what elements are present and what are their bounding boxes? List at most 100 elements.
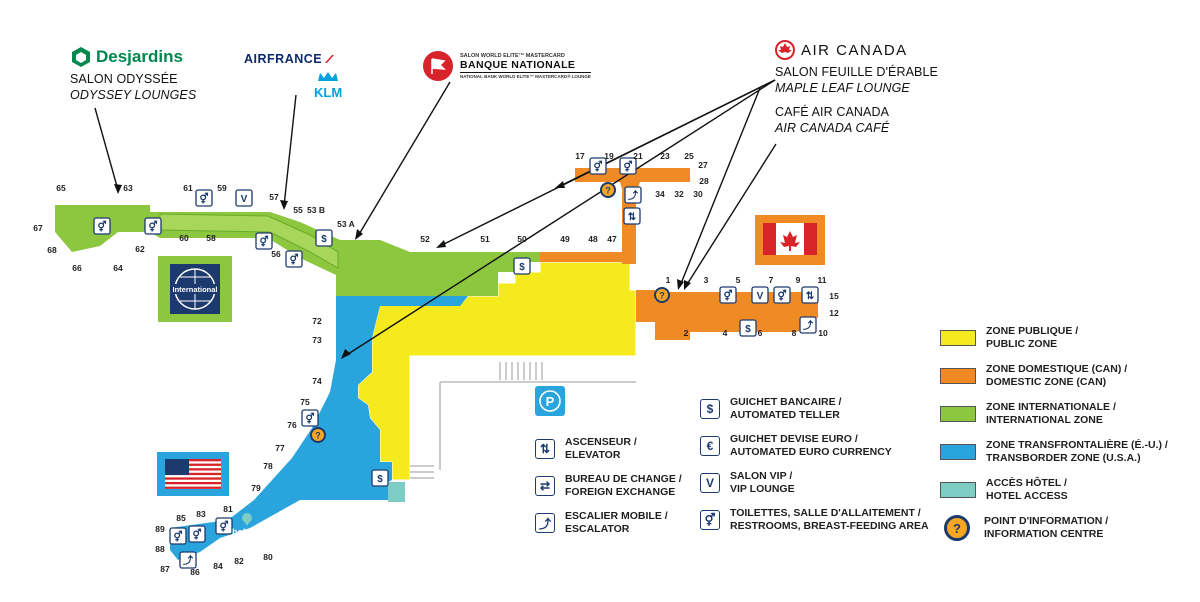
zone-label-en: INTERNATIONAL ZONE — [986, 414, 1103, 426]
legend-item: ⤴ESCALIER MOBILE /ESCALATOR — [535, 510, 682, 536]
gate-label: 51 — [480, 234, 490, 244]
svg-text:⤴: ⤴ — [803, 319, 814, 332]
gate-label: 47 — [607, 234, 617, 244]
restroom-icon[interactable]: ⚥ — [255, 232, 273, 250]
gate-label: 87 — [160, 564, 170, 574]
svg-text:⚥: ⚥ — [219, 520, 228, 533]
restroom-icon[interactable]: ⚥ — [195, 189, 213, 207]
gate-label: 55 — [293, 205, 303, 215]
escalator-icon[interactable]: ⤴ — [179, 551, 197, 569]
gate-label: 3 — [704, 275, 709, 285]
legend-facilities-mid: $GUICHET BANCAIRE /AUTOMATED TELLER€GUIC… — [700, 396, 929, 544]
gate-label: 2 — [684, 328, 689, 338]
vip-icon[interactable]: V — [235, 189, 253, 207]
teller-icon: $ — [700, 399, 720, 419]
restroom-icon[interactable]: ⚥ — [719, 286, 737, 304]
maple-leaf-lounge-en: MAPLE LEAF LOUNGE — [775, 81, 910, 95]
zone-legend-item: ZONE DOMESTIQUE (CAN) /DOMESTIC ZONE (CA… — [940, 363, 1168, 389]
teller-icon[interactable]: $ — [371, 469, 389, 487]
legend-label-en: FOREIGN EXCHANGE — [565, 486, 676, 498]
restroom-icon[interactable]: ⚥ — [773, 286, 791, 304]
gate-label: 17 — [575, 151, 585, 161]
legend-item: ⇅ASCENSEUR /ELEVATOR — [535, 436, 682, 462]
gate-label: 88 — [155, 544, 165, 554]
spa-label: bolneã — [232, 527, 262, 537]
desjardins-lounge-block: Desjardins SALON ODYSSÉE ODYSSEY LOUNGES — [70, 46, 196, 103]
vip-icon: V — [700, 473, 720, 493]
svg-text:⚥: ⚥ — [305, 412, 314, 425]
svg-text:⚥: ⚥ — [723, 289, 732, 302]
elevator-icon: ⇅ — [535, 439, 555, 459]
teller-icon[interactable]: $ — [513, 257, 531, 275]
restroom-icon[interactable]: ⚥ — [215, 517, 233, 535]
escalator-icon[interactable]: ⤴ — [799, 316, 817, 334]
banque-brand: BANQUE NATIONALE — [460, 59, 591, 73]
zone-swatch — [940, 406, 976, 422]
domestic-zone — [540, 168, 818, 340]
gate-label: 68 — [47, 245, 57, 255]
zone-legend-item: ?POINT D'INFORMATION /INFORMATION CENTRE — [940, 515, 1168, 541]
legend-label-fr: SALON VIP / — [730, 470, 793, 482]
info-point-legend-icon: ? — [944, 515, 970, 541]
klm-brand: KLM — [314, 85, 343, 100]
svg-text:⚥: ⚥ — [199, 192, 208, 205]
gate-label: 59 — [217, 183, 227, 193]
gate-label: 60 — [179, 233, 189, 243]
gate-label: 12 — [829, 308, 839, 318]
gate-label: 21 — [633, 151, 643, 161]
legend-item: ⚥TOILETTES, SALLE D'ALLAITEMENT /RESTROO… — [700, 507, 929, 533]
escalator-icon[interactable]: ⤴ — [624, 186, 642, 204]
public-zone — [357, 261, 637, 481]
gate-label: 89 — [155, 524, 165, 534]
legend-facilities-left: ⇅ASCENSEUR /ELEVATOR⇄BUREAU DE CHANGE /F… — [535, 436, 682, 547]
restroom-icon[interactable]: ⚥ — [144, 217, 162, 235]
restroom-icon[interactable]: ⚥ — [589, 157, 607, 175]
restroom-icon[interactable]: ⚥ — [301, 409, 319, 427]
gate-label: 85 — [176, 513, 186, 523]
gate-label: 80 — [263, 552, 273, 562]
teller-icon[interactable]: $ — [739, 319, 757, 337]
gate-label: 83 — [196, 509, 206, 519]
teller-icon[interactable]: $ — [315, 229, 333, 247]
restroom-icon[interactable]: ⚥ — [188, 525, 206, 543]
gate-label: 53 A — [337, 219, 355, 229]
restroom-icon[interactable]: ⚥ — [169, 527, 187, 545]
gate-label: 74 — [312, 376, 322, 386]
legend-label-en: VIP LOUNGE — [730, 483, 795, 495]
elevator-icon[interactable]: ⇅ — [801, 286, 819, 304]
restroom-icon[interactable]: ⚥ — [285, 250, 303, 268]
svg-text:$: $ — [377, 474, 383, 485]
airfrance-klm-block: AIRFRANCE KLM — [244, 52, 342, 100]
zone-swatch — [940, 444, 976, 460]
zone-swatch — [940, 330, 976, 346]
gate-label: 25 — [684, 151, 694, 161]
svg-text:⚥: ⚥ — [97, 220, 106, 233]
gate-label: 78 — [263, 461, 273, 471]
road-markings — [410, 362, 636, 479]
legend-label-en: AUTOMATED EURO CURRENCY — [730, 446, 892, 458]
maple-leaf-icon — [780, 231, 800, 251]
elevator-icon[interactable]: ⇅ — [623, 207, 641, 225]
zone-swatch — [940, 482, 976, 498]
gate-label: 67 — [33, 223, 43, 233]
maple-leaf-lounge-fr: SALON FEUILLE D'ÉRABLE — [775, 65, 938, 79]
gate-label: 58 — [206, 233, 216, 243]
svg-text:P: P — [546, 394, 555, 409]
svg-text:⇅: ⇅ — [628, 212, 637, 223]
info-point-icon[interactable]: ? — [600, 182, 616, 198]
gate-label: 48 — [588, 234, 598, 244]
info-point-icon[interactable]: ? — [654, 287, 670, 303]
air-canada-brand: AIR CANADA — [801, 41, 908, 59]
vip-icon[interactable]: V — [751, 286, 769, 304]
gate-label: 63 — [123, 183, 133, 193]
restroom-icon[interactable]: ⚥ — [619, 157, 637, 175]
restroom-icon[interactable]: ⚥ — [93, 217, 111, 235]
arrow-heads — [114, 181, 691, 359]
gate-label: 5 — [736, 275, 741, 285]
gate-label: 84 — [213, 561, 223, 571]
zone-legend-item: ACCÈS HÔTEL /HOTEL ACCESS — [940, 477, 1168, 503]
gate-label: 79 — [251, 483, 261, 493]
info-point-icon[interactable]: ? — [310, 427, 326, 443]
gate-label: 52 — [420, 234, 430, 244]
